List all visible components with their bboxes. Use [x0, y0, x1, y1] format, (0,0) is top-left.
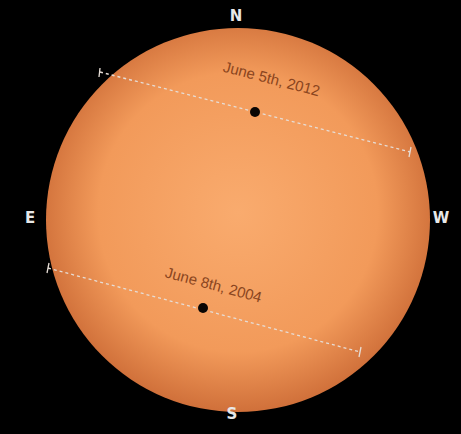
transit-paths [47, 68, 411, 357]
venus-dot [250, 107, 260, 117]
venus-dot [198, 303, 208, 313]
sun-disk [46, 28, 430, 412]
compass-letter: N [230, 7, 243, 25]
compass-letter: S [227, 405, 238, 423]
compass-letter: E [25, 209, 35, 227]
compass-letter: W [433, 209, 450, 227]
